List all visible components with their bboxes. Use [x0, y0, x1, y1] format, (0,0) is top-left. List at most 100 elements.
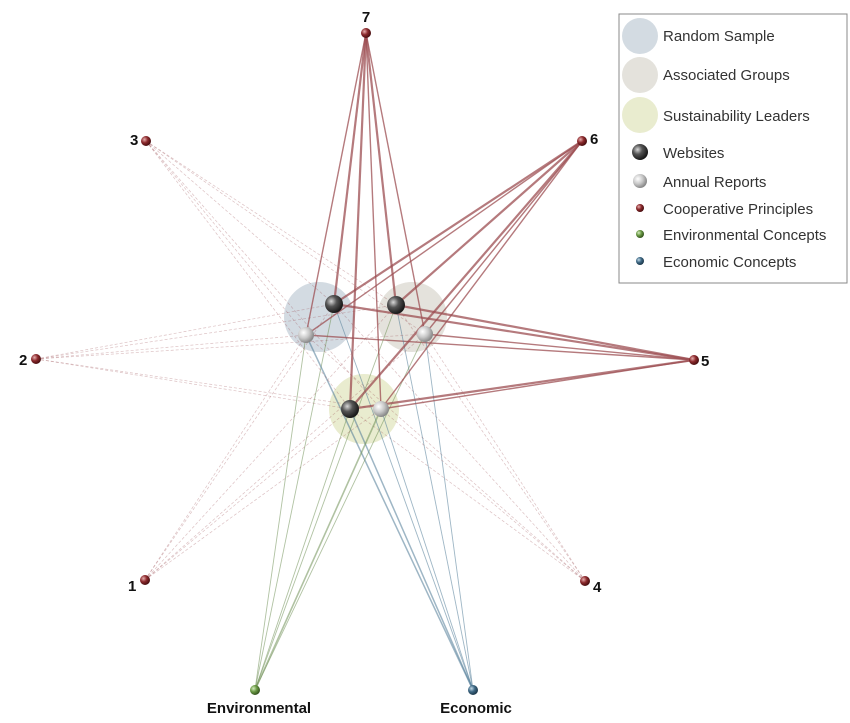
edge-n4-agW	[395, 304, 586, 582]
edge-n3-slW	[145, 140, 351, 410]
legend: Random Sample Associated Groups Sustaina…	[618, 13, 848, 284]
edge-n7-agA	[365, 32, 426, 335]
node-label-6: 6	[590, 131, 598, 148]
principle-1-node	[140, 575, 150, 585]
edge-env-slW	[254, 408, 351, 691]
edge-eco-agW	[395, 304, 474, 691]
edge-eco-slW	[349, 408, 474, 691]
edge-env-agW	[254, 304, 397, 691]
legend-label-websites: Websites	[663, 145, 724, 162]
legend-swatch-associated-groups	[622, 57, 658, 93]
principle-3-node	[141, 136, 151, 146]
edge-n7-slW	[348, 32, 368, 410]
legend-swatch-random-sample	[622, 18, 658, 54]
edge-n3-slA	[145, 140, 382, 410]
economic-node	[468, 685, 478, 695]
principle-7-node	[361, 28, 371, 38]
edge-eco-agA	[424, 333, 474, 691]
edge-eco-rsA	[305, 334, 474, 691]
edge-n6-agW	[395, 140, 583, 306]
hub-random-sample-websites	[325, 295, 343, 313]
principle-5-node	[689, 355, 699, 365]
legend-swatch-websites	[632, 144, 648, 160]
edge-n3-rsW	[145, 140, 335, 305]
edge-n2-slW	[35, 358, 351, 410]
legend-swatch-economic-concepts	[636, 257, 644, 265]
legend-label-environmental-concepts: Environmental Concepts	[663, 227, 826, 244]
edge-n4-rsA	[305, 334, 586, 582]
node-label-3: 3	[130, 132, 138, 149]
legend-label-sustainability-leaders: Sustainability Leaders	[663, 108, 810, 125]
edge-n1-slW	[144, 408, 351, 581]
hub-sustainability-leaders-websites	[341, 400, 359, 418]
edge-n2-rsA	[35, 334, 307, 360]
edge-n2-agA	[35, 333, 426, 360]
edge-n2-slA	[35, 358, 382, 410]
edge-n6-agA	[424, 140, 583, 335]
node-label-1: 1	[128, 578, 136, 595]
legend-label-random-sample: Random Sample	[663, 28, 775, 45]
edge-n5-agA	[424, 333, 695, 361]
edge-n1-rsW	[144, 303, 335, 581]
edge-env-rsA	[254, 334, 307, 691]
edge-n4-slA	[380, 408, 586, 582]
edge-n7-slA	[365, 32, 382, 410]
principle-4-node	[580, 576, 590, 586]
edge-n6-slA	[380, 140, 583, 410]
node-label-7: 7	[362, 9, 370, 26]
edge-n3-rsA	[145, 140, 307, 336]
edge-n1-agW	[144, 304, 397, 581]
edge-n2-agW	[35, 304, 397, 360]
node-label-4: 4	[593, 579, 602, 596]
edge-n6-slW	[349, 140, 583, 410]
group-circle-sustainability-leaders	[329, 374, 399, 444]
legend-label-economic-concepts: Economic Concepts	[663, 254, 796, 271]
node-labels: 7 6 5 4 3 2 1 Environmental Economic	[19, 9, 709, 717]
group-circles	[284, 282, 447, 444]
edge-n4-agA	[424, 333, 586, 582]
edge-n2-rsW	[35, 303, 335, 360]
outer-nodes	[31, 28, 699, 695]
edge-n5-agW	[395, 303, 695, 362]
edge-n5-rsA	[305, 334, 695, 361]
edge-n5-slW	[349, 358, 695, 411]
edge-n1-rsA	[144, 334, 307, 581]
hub-associated-groups-annual-reports	[417, 326, 433, 342]
edge-n5-slA	[380, 359, 695, 410]
principle-6-node	[577, 136, 587, 146]
edge-n1-slA	[144, 408, 382, 581]
principle-2-node	[31, 354, 41, 364]
edge-n3-agA	[145, 140, 426, 335]
hub-sustainability-leaders-annual-reports	[373, 401, 389, 417]
edge-n7-rsA	[305, 32, 367, 336]
legend-label-cooperative-principles: Cooperative Principles	[663, 201, 813, 218]
node-label-environmental: Environmental	[207, 700, 311, 717]
hub-associated-groups-websites	[387, 296, 405, 314]
connection-lines	[35, 32, 695, 691]
edge-env-rsW	[254, 303, 335, 691]
group-circle-random-sample	[284, 282, 354, 352]
hub-random-sample-annual-reports	[298, 327, 314, 343]
node-label-2: 2	[19, 352, 27, 369]
environmental-node	[250, 685, 260, 695]
node-label-5: 5	[701, 353, 709, 370]
edge-n7-rsW	[332, 32, 368, 305]
edge-n6-rsA	[305, 140, 583, 336]
hub-spheres	[298, 295, 433, 418]
legend-swatch-sustainability-leaders	[622, 97, 658, 133]
legend-box	[618, 13, 848, 284]
legend-swatch-annual-reports	[633, 174, 647, 188]
edge-n4-rsW	[333, 303, 586, 582]
legend-swatch-environmental-concepts	[636, 230, 644, 238]
edge-n4-slW	[349, 408, 586, 582]
legend-label-annual-reports: Annual Reports	[663, 174, 766, 191]
edge-env-slA	[254, 408, 382, 691]
edge-n7-agW	[364, 32, 398, 306]
legend-label-associated-groups: Associated Groups	[663, 67, 790, 84]
node-label-economic: Economic	[440, 700, 512, 717]
legend-swatch-cooperative-principles	[636, 204, 644, 212]
edge-eco-slA	[380, 408, 474, 691]
edge-eco-rsW	[333, 303, 474, 691]
edge-env-agA	[254, 333, 426, 691]
